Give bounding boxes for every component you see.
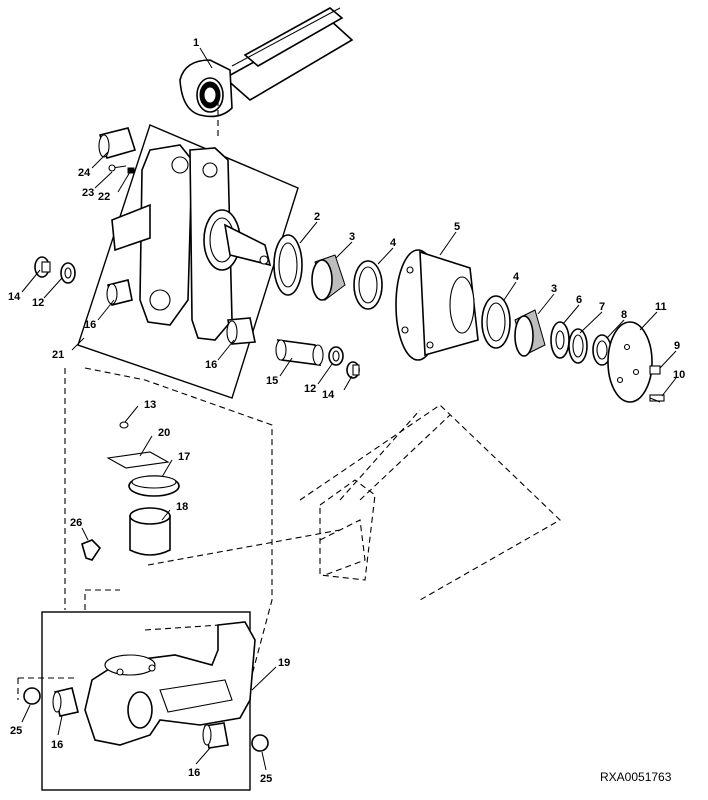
knuckle-assembly-frame (77, 124, 299, 399)
callout-25-right: 25 (260, 773, 272, 785)
bushing-16-left (106, 279, 133, 306)
bushing-17 (128, 475, 180, 497)
grease-fitting-13 (119, 421, 129, 429)
bearing-cone-3-inner (311, 254, 346, 301)
wheel-hub-5 (395, 249, 479, 361)
callout-3-outer: 3 (551, 283, 557, 295)
callout-7: 7 (599, 301, 605, 313)
callout-15: 15 (266, 375, 278, 387)
callout-21: 21 (52, 349, 64, 361)
bushing-16-lower (226, 317, 256, 345)
callout-18: 18 (176, 501, 188, 513)
gasket-20 (106, 451, 170, 469)
axle-tube (179, 7, 354, 118)
callout-14-left: 14 (8, 291, 21, 303)
kingpin-15 (275, 339, 324, 366)
callout-19: 19 (278, 657, 290, 669)
callout-20: 20 (158, 427, 170, 439)
callout-26: 26 (70, 517, 82, 529)
frame-outline (299, 404, 561, 601)
cotter-8 (592, 334, 612, 366)
o-ring-25-right (251, 734, 269, 752)
washer-6 (550, 321, 570, 359)
plug-9 (649, 365, 661, 375)
callout-11: 11 (655, 301, 667, 313)
bearing-cone-3-outer (514, 309, 546, 357)
o-ring-25-left (23, 687, 41, 705)
callout-2: 2 (314, 211, 320, 223)
fitting-26 (81, 539, 102, 561)
callout-labels: 1 2 3 4 5 4 3 6 7 8 11 9 10 24 23 22 14 … (8, 37, 685, 785)
leader-lines (21, 47, 677, 771)
callout-22: 22 (98, 191, 110, 203)
callout-12-right: 12 (304, 383, 316, 395)
bushing-24 (98, 127, 137, 159)
bearing-cup-4-inner (353, 260, 383, 310)
callout-3: 3 (349, 231, 355, 243)
callout-14-right: 14 (322, 389, 335, 401)
washer-12-left (60, 262, 76, 284)
callout-17: 17 (178, 451, 190, 463)
bolt-23 (108, 164, 127, 172)
callout-6: 6 (576, 294, 582, 306)
knuckle-bracket (111, 144, 272, 341)
callout-9: 9 (674, 340, 680, 352)
nut-22 (127, 167, 135, 174)
callout-23: 23 (82, 187, 94, 199)
bushing-16-arm-left (52, 687, 79, 717)
nut-14-right (346, 361, 360, 379)
callout-16-arm-right: 16 (188, 767, 200, 779)
callout-24: 24 (78, 167, 91, 179)
callout-4: 4 (390, 237, 397, 249)
callout-8: 8 (621, 309, 627, 321)
callout-16-arm-left: 16 (51, 739, 63, 751)
cylinder-18 (129, 507, 171, 556)
callout-5: 5 (454, 221, 460, 233)
seal-2 (273, 234, 303, 296)
callout-12-left: 12 (32, 297, 44, 309)
bearing-cup-4-outer (481, 295, 511, 349)
callout-1: 1 (193, 37, 199, 49)
bushing-16-arm-right (202, 722, 229, 749)
washer-12-right (328, 346, 344, 366)
callout-13: 13 (144, 399, 156, 411)
callout-16-lower: 16 (205, 359, 217, 371)
hub-cap-11 (607, 321, 653, 403)
screw-10 (649, 394, 665, 403)
steering-arm-19 (84, 621, 256, 746)
callout-10: 10 (673, 369, 685, 381)
callout-25-left: 25 (10, 725, 22, 737)
callout-16-left: 16 (84, 319, 96, 331)
nut-7 (568, 328, 588, 364)
figure-code: RXA0051763 (600, 770, 672, 784)
callout-4-outer: 4 (513, 271, 520, 283)
